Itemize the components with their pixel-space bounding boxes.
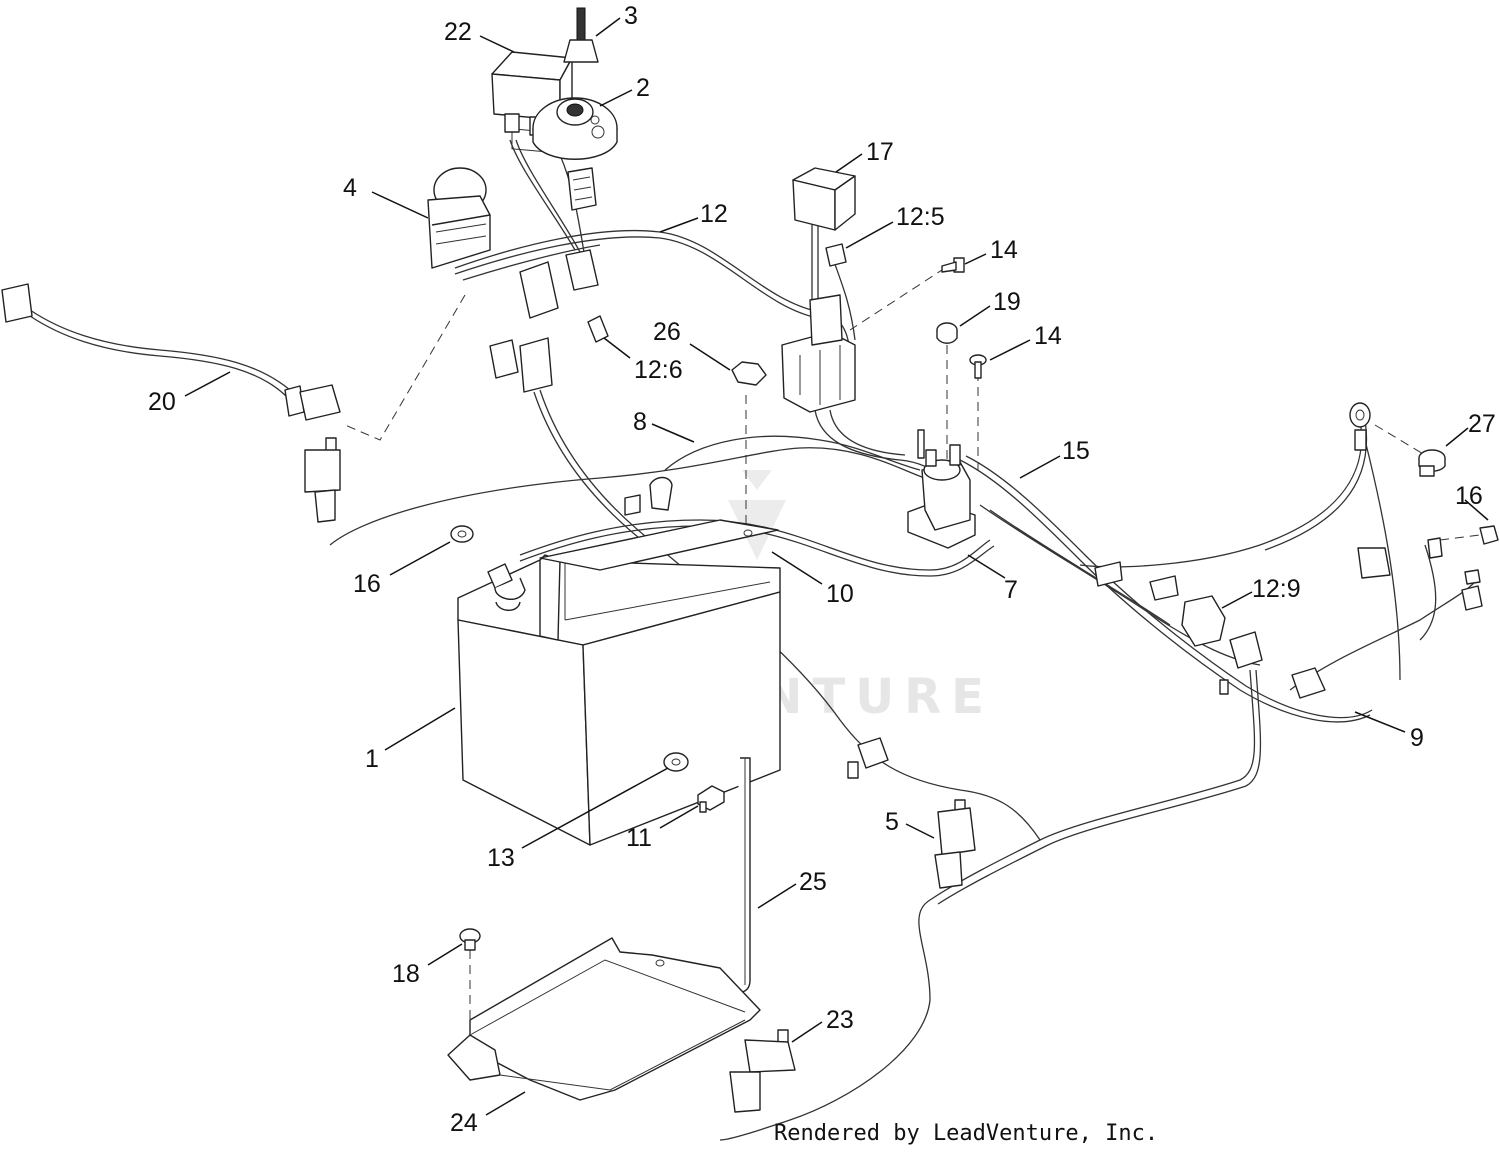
callout-27: 27 bbox=[1468, 410, 1496, 438]
callout-5: 5 bbox=[885, 808, 899, 836]
wire-harness bbox=[29, 139, 1479, 1141]
callout-20: 20 bbox=[148, 388, 176, 416]
washer-16-left bbox=[450, 525, 474, 543]
callout-12: 12 bbox=[700, 200, 728, 228]
callout-11: 11 bbox=[626, 824, 652, 852]
callout-4: 4 bbox=[343, 174, 357, 202]
callout-14-lower: 14 bbox=[1034, 322, 1062, 350]
battery bbox=[457, 554, 781, 846]
right-side-connectors bbox=[1357, 537, 1483, 611]
nut-19 bbox=[936, 322, 958, 344]
tip-switch bbox=[729, 1029, 796, 1113]
callout-8: 8 bbox=[633, 408, 647, 436]
bolt-18 bbox=[459, 928, 481, 951]
sub-harness-connector bbox=[1, 283, 341, 421]
callout-19: 19 bbox=[993, 288, 1021, 316]
washer-13 bbox=[663, 752, 689, 772]
leader-lines bbox=[184, 17, 1489, 1116]
callout-25: 25 bbox=[799, 868, 827, 896]
callout-22: 22 bbox=[444, 18, 472, 46]
hold-down-rod bbox=[727, 757, 751, 993]
callout-12-9: 12:9 bbox=[1252, 575, 1301, 603]
inline-connector bbox=[624, 476, 673, 516]
ignition-switch bbox=[532, 97, 618, 160]
fuse bbox=[825, 243, 847, 267]
seat-switch bbox=[934, 799, 976, 889]
hold-down-bracket bbox=[539, 519, 779, 571]
brake-switch bbox=[304, 437, 341, 523]
callout-18: 18 bbox=[392, 960, 420, 988]
bolt-11 bbox=[697, 785, 725, 813]
callout-14-upper: 14 bbox=[990, 236, 1018, 264]
connector-12-9 bbox=[1094, 561, 1226, 647]
bolt-14-lower bbox=[969, 354, 987, 379]
callout-26: 26 bbox=[653, 318, 681, 346]
callout-15: 15 bbox=[1062, 437, 1090, 465]
switch-connector bbox=[567, 167, 597, 211]
inline-connector-lower bbox=[847, 737, 889, 779]
callout-17: 17 bbox=[866, 138, 894, 166]
nut-16-right bbox=[1479, 525, 1499, 545]
callout-16-right: 16 bbox=[1455, 482, 1483, 510]
callout-16-left: 16 bbox=[353, 570, 381, 598]
fuse-block bbox=[781, 294, 856, 413]
footer-credit: Rendered by LeadVenture, Inc. bbox=[774, 1121, 1158, 1146]
callout-9: 9 bbox=[1410, 724, 1424, 752]
connector-9 bbox=[1219, 631, 1326, 699]
harness-connectors bbox=[489, 249, 609, 393]
wing-nut bbox=[731, 361, 767, 386]
callout-3: 3 bbox=[624, 2, 638, 30]
relay bbox=[792, 167, 856, 231]
callout-12-6: 12:6 bbox=[634, 356, 683, 384]
callout-7: 7 bbox=[1004, 576, 1018, 604]
pto-switch bbox=[427, 167, 491, 269]
battery-terminals bbox=[487, 563, 526, 611]
ignition-key bbox=[563, 7, 599, 63]
callout-labels: 22 3 2 17 4 12 12:5 14 19 14 26 12:6 20 … bbox=[148, 2, 1496, 1137]
battery-tray bbox=[447, 937, 761, 1101]
callout-12-5: 12:5 bbox=[896, 203, 945, 231]
ring-terminal bbox=[1349, 402, 1371, 451]
bolt-14-upper bbox=[941, 257, 965, 273]
callout-1: 1 bbox=[365, 745, 379, 773]
callout-23: 23 bbox=[826, 1006, 854, 1034]
bolt-27 bbox=[1418, 449, 1446, 477]
callout-2: 2 bbox=[636, 74, 650, 102]
callout-10: 10 bbox=[826, 580, 854, 608]
callout-24: 24 bbox=[450, 1109, 478, 1137]
callout-13: 13 bbox=[487, 844, 515, 872]
starter-solenoid bbox=[907, 429, 976, 549]
